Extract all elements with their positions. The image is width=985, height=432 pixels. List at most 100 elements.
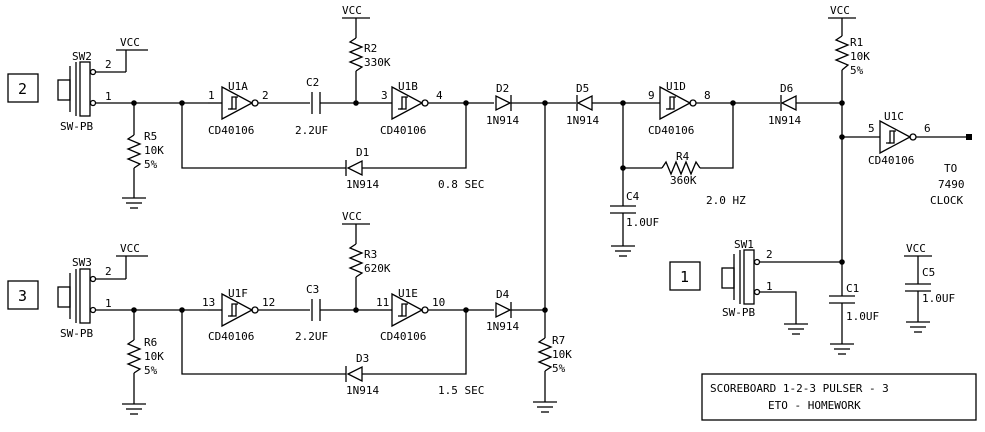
resistor-r3 (348, 243, 364, 278)
c4-value: 1.0UF (626, 216, 659, 229)
sw1-type: SW-PB (722, 306, 755, 319)
sw3-pin1: 1 (105, 297, 112, 310)
r2-value: 330K (364, 56, 391, 69)
d4-part: 1N914 (486, 320, 519, 333)
diode-d6 (780, 94, 797, 112)
u1d-part: CD40106 (648, 124, 694, 137)
diode-d5 (576, 94, 593, 112)
sw1-pin1: 1 (766, 280, 773, 293)
capacitor-c1 (829, 295, 855, 304)
sw3-label: SW3 (72, 256, 92, 269)
sw1-label: SW1 (734, 238, 754, 251)
c5-label: C5 (922, 266, 935, 279)
c4-label: C4 (626, 190, 640, 203)
resistor-r7 (537, 337, 553, 372)
capacitor-c2 (311, 92, 321, 114)
vcc-label-sw2: VCC (120, 36, 140, 49)
r6-value: 10K (144, 350, 164, 363)
capacitor-c3 (311, 299, 321, 321)
output-clock: CLOCK (930, 194, 963, 207)
c3-value: 2.2UF (295, 330, 328, 343)
timing-0-8-sec: 0.8 SEC (438, 178, 484, 191)
capacitor-c5 (905, 283, 931, 292)
u1a-pin-out: 2 (262, 89, 269, 102)
r6-tolerance: 5% (144, 364, 158, 377)
input-box-3 (7, 280, 39, 310)
u1b-label: U1B (398, 80, 418, 93)
u1b-part: CD40106 (380, 124, 426, 137)
ground-c5 (906, 321, 930, 333)
sw2-pin1: 1 (105, 90, 112, 103)
r4-value: 360K (670, 174, 697, 187)
diode-d1 (345, 159, 363, 177)
ground-r7 (533, 401, 557, 413)
d6-label: D6 (780, 82, 793, 95)
u1e-pin-out: 10 (432, 296, 445, 309)
r3-value: 620K (364, 262, 391, 275)
sw2-label: SW2 (72, 50, 92, 63)
d6-part: 1N914 (768, 114, 801, 127)
u1e-pin-in: 11 (376, 296, 389, 309)
u1d-pin-in: 9 (648, 89, 655, 102)
resistor-r1 (834, 35, 850, 71)
d5-part: 1N914 (566, 114, 599, 127)
c2-value: 2.2UF (295, 124, 328, 137)
r5-tolerance: 5% (144, 158, 158, 171)
output-to: TO (944, 162, 957, 175)
ground-c1 (830, 343, 854, 355)
u1f-pin-out: 12 (262, 296, 275, 309)
d1-label: D1 (356, 146, 369, 159)
d2-part: 1N914 (486, 114, 519, 127)
timing-1-5-sec: 1.5 SEC (438, 384, 484, 397)
r7-tolerance: 5% (552, 362, 566, 375)
r1-label: R1 (850, 36, 863, 49)
vcc-label-r1: VCC (830, 4, 850, 17)
switch-sw3 (57, 255, 148, 324)
ground-c4 (611, 245, 635, 257)
title-block (701, 373, 977, 421)
r5-label: R5 (144, 130, 157, 143)
input-box-2 (7, 73, 39, 103)
u1d-label: U1D (666, 80, 686, 93)
d5-label: D5 (576, 82, 589, 95)
u1c-part: CD40106 (868, 154, 914, 167)
r6-label: R6 (144, 336, 157, 349)
d1-part: 1N914 (346, 178, 379, 191)
inverter-u1d (659, 85, 697, 121)
vcc-label-r3: VCC (342, 210, 362, 223)
vcc-label-sw3: VCC (120, 242, 140, 255)
ground-r5 (122, 197, 146, 209)
resistor-r4 (661, 160, 701, 176)
u1c-label: U1C (884, 110, 904, 123)
input-box-1 (669, 261, 701, 291)
vcc-label-c5: VCC (906, 242, 926, 255)
u1e-label: U1E (398, 287, 418, 300)
r1-value: 10K (850, 50, 870, 63)
capacitor-c4 (610, 205, 636, 214)
u1f-part: CD40106 (208, 330, 254, 343)
sw3-pin2: 2 (105, 265, 112, 278)
r7-value: 10K (552, 348, 572, 361)
diode-d2 (495, 94, 512, 112)
switch-sw2 (57, 49, 148, 117)
input-box-2-label: 2 (18, 80, 27, 98)
resistor-r5 (126, 134, 142, 169)
switch-sw1 (721, 249, 842, 324)
title-line-1: SCOREBOARD 1-2-3 PULSER - 3 (710, 382, 889, 395)
d4-label: D4 (496, 288, 510, 301)
r2-label: R2 (364, 42, 377, 55)
u1d-pin-out: 8 (704, 89, 711, 102)
u1f-label: U1F (228, 287, 248, 300)
sw3-type: SW-PB (60, 327, 93, 340)
ground-r6 (122, 403, 146, 415)
c1-value: 1.0UF (846, 310, 879, 323)
u1f-pin-in: 13 (202, 296, 215, 309)
sw2-type: SW-PB (60, 120, 93, 133)
inverter-u1c (879, 119, 917, 155)
c3-label: C3 (306, 283, 319, 296)
ground-sw1 (784, 323, 808, 335)
c1-label: C1 (846, 282, 859, 295)
input-box-3-label: 3 (18, 287, 27, 305)
sw1-pin2: 2 (766, 248, 773, 261)
sw2-pin2: 2 (105, 58, 112, 71)
